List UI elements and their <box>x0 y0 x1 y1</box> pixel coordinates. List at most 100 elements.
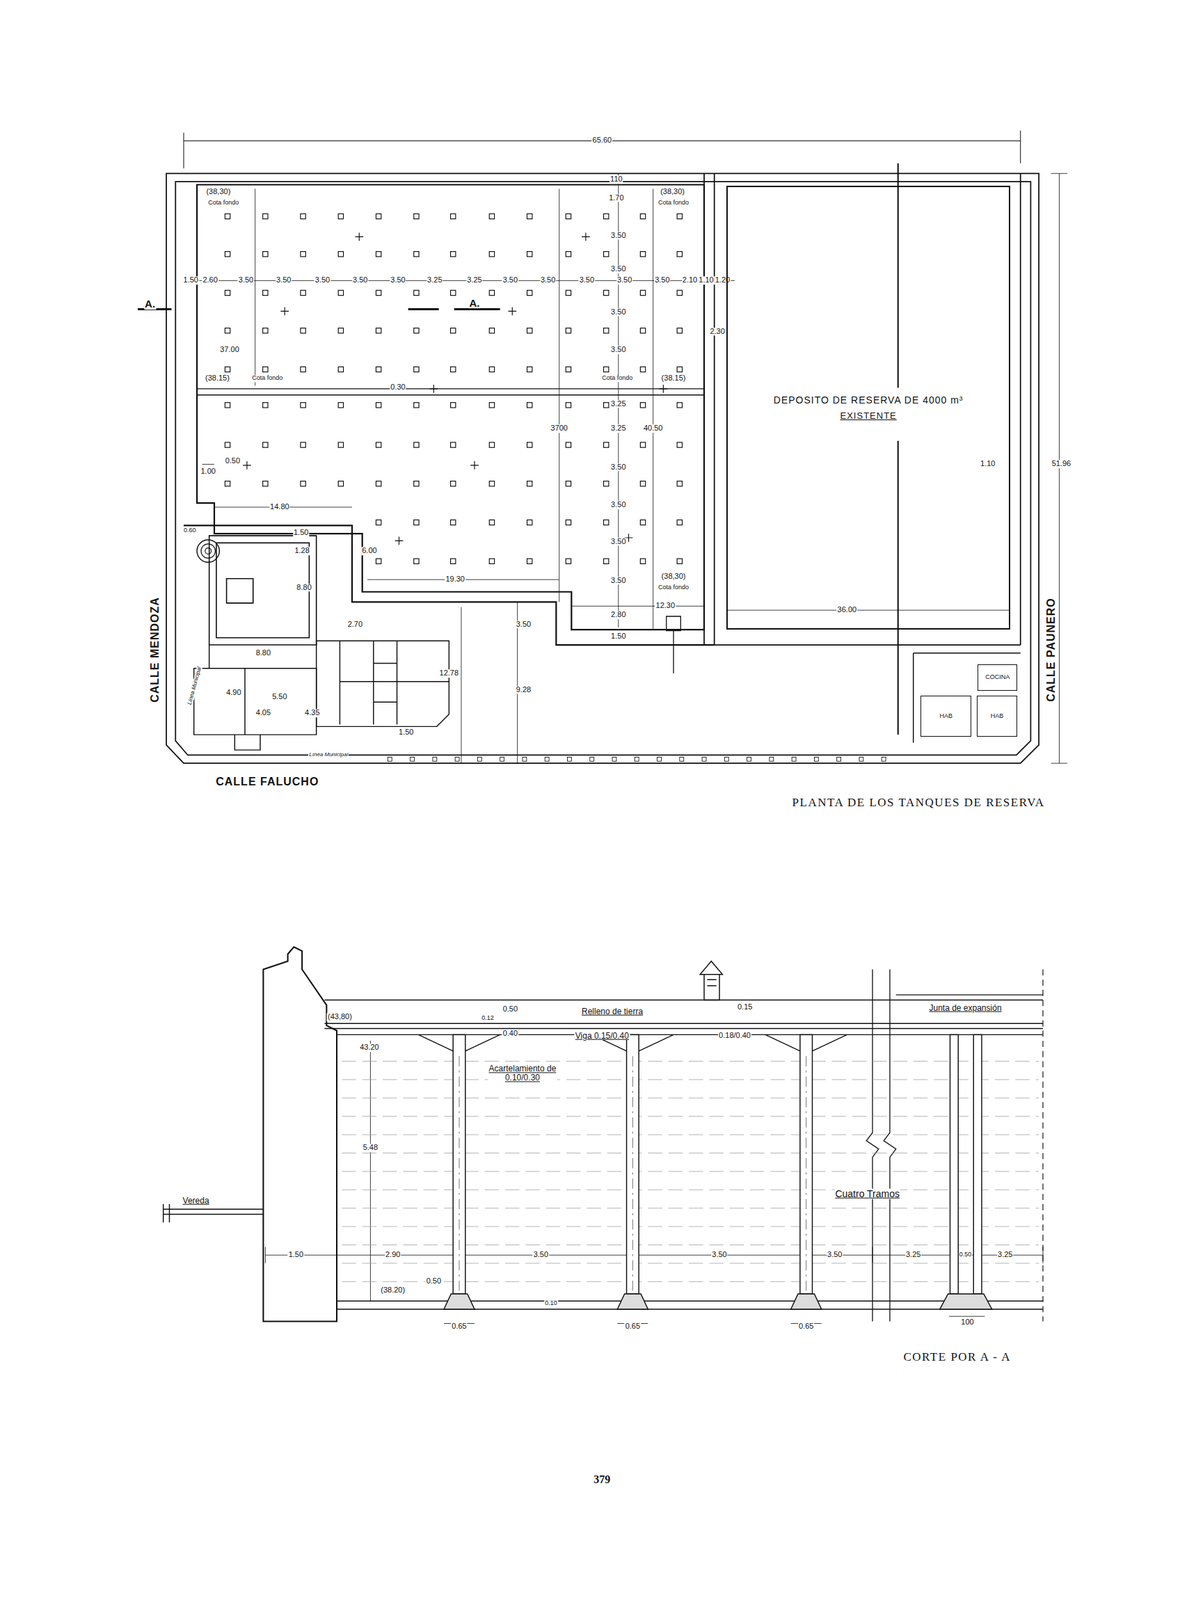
dimension-label: (38.20) <box>379 1287 406 1296</box>
haunch <box>418 1034 500 1051</box>
column-square <box>603 251 609 257</box>
column-square <box>489 442 494 448</box>
column-square <box>640 251 645 257</box>
column-square <box>527 558 533 564</box>
column-square <box>527 481 533 487</box>
street-name: CALLE MENDOZA <box>149 596 162 704</box>
cross-mark <box>581 232 590 241</box>
column-square <box>489 328 494 334</box>
column-footing <box>617 1294 648 1310</box>
node-title: HAB <box>937 712 954 721</box>
dimension-label: 0.30 <box>389 384 406 393</box>
column-square <box>489 519 494 525</box>
caption: PLANTA DE LOS TANQUES DE RESERVA <box>791 796 1046 810</box>
water-line <box>341 1152 1039 1154</box>
column-square <box>262 213 268 219</box>
note-label: Viga 0.15/0.40 <box>574 1031 630 1041</box>
node-title: COCINA <box>983 673 1011 682</box>
fence-post <box>769 756 774 762</box>
dimension-label: 2.60 <box>201 276 218 286</box>
dimension-label: 2.90 <box>384 1250 401 1260</box>
column-square <box>338 402 344 408</box>
column-square <box>640 481 645 487</box>
dimension-label: 1.50 <box>397 728 414 737</box>
dimension-label: 3.50 <box>610 537 627 547</box>
column-square <box>489 558 494 564</box>
column-square <box>300 366 306 372</box>
valve-box <box>666 616 682 674</box>
annex-rooms <box>316 640 450 727</box>
dimension-lines <box>265 1040 1043 1324</box>
column-square <box>413 251 419 257</box>
dimension-label: 1.50 <box>182 276 199 286</box>
dimension-label: 1.50 <box>292 528 309 538</box>
column-axis <box>459 1056 460 1291</box>
column-square <box>640 290 645 295</box>
dimension-label: 3.50 <box>610 463 627 472</box>
dimension-label: 100 <box>960 1318 975 1327</box>
dimension-label: 3.50 <box>610 500 627 510</box>
column-square <box>262 366 268 372</box>
pipe-line <box>897 163 899 735</box>
column-square <box>375 213 381 219</box>
column-square <box>375 328 381 334</box>
fence-post <box>634 756 639 762</box>
page-number: 379 <box>592 1473 611 1486</box>
column-square <box>450 251 456 257</box>
column-square <box>489 481 494 487</box>
dimension-label: 5.48 <box>362 1143 379 1153</box>
dimension-label: 3.50 <box>502 276 519 286</box>
water-line <box>341 1226 1039 1228</box>
column-square <box>527 402 533 408</box>
column-square <box>640 213 645 219</box>
column-square <box>565 519 571 525</box>
dimension-label: 1.28 <box>293 546 310 556</box>
column-square <box>413 213 419 219</box>
dimension-label: 3.50 <box>539 276 556 286</box>
lower-rooms <box>194 644 317 751</box>
dimension-label: 0.50 <box>502 1005 519 1014</box>
column-square <box>413 442 419 448</box>
dimension-label: 0.50 <box>958 1251 973 1258</box>
column-square <box>224 290 230 295</box>
column-square <box>565 366 571 372</box>
dimension-label: (38,30) <box>205 187 231 197</box>
column-square <box>640 442 645 448</box>
column-square <box>262 328 268 334</box>
column <box>800 1034 813 1295</box>
dimension-label: 36.00 <box>836 606 858 615</box>
column-square <box>489 366 494 372</box>
column-square <box>300 328 306 334</box>
column-square <box>338 251 344 257</box>
dimension-label: 3.50 <box>711 1250 728 1260</box>
dimension-label: 3.25 <box>610 400 627 409</box>
dimension-label: 8.80 <box>255 649 272 658</box>
column-square <box>640 402 645 408</box>
dimension-label: (38,30) <box>660 572 687 581</box>
dimension-label: Cota fondo <box>657 199 690 206</box>
sidewalk <box>163 1204 264 1223</box>
dimension-label: 3.25 <box>426 276 443 286</box>
section-edge <box>1042 969 1043 1322</box>
fence-post <box>859 756 864 762</box>
column-square <box>603 558 609 564</box>
dimension-label: 37.00 <box>219 345 241 355</box>
column-square <box>338 213 344 219</box>
column-square <box>413 402 419 408</box>
column-square <box>676 213 682 219</box>
column-square <box>262 442 268 448</box>
dimension-label: 2.10 <box>681 276 698 286</box>
spiral-stair <box>201 544 216 559</box>
column-square <box>300 481 306 487</box>
column-square <box>300 251 306 257</box>
fence-post <box>522 756 527 762</box>
water-lines <box>341 1061 1039 1283</box>
column-square <box>527 213 533 219</box>
column-square <box>338 366 344 372</box>
column-square <box>450 290 456 295</box>
column-square <box>450 481 456 487</box>
dimension-label: 0.50 <box>224 457 241 466</box>
dimension-label: 3.50 <box>532 1250 549 1260</box>
column-square <box>262 402 268 408</box>
dimension-label: 3.50 <box>610 265 627 274</box>
